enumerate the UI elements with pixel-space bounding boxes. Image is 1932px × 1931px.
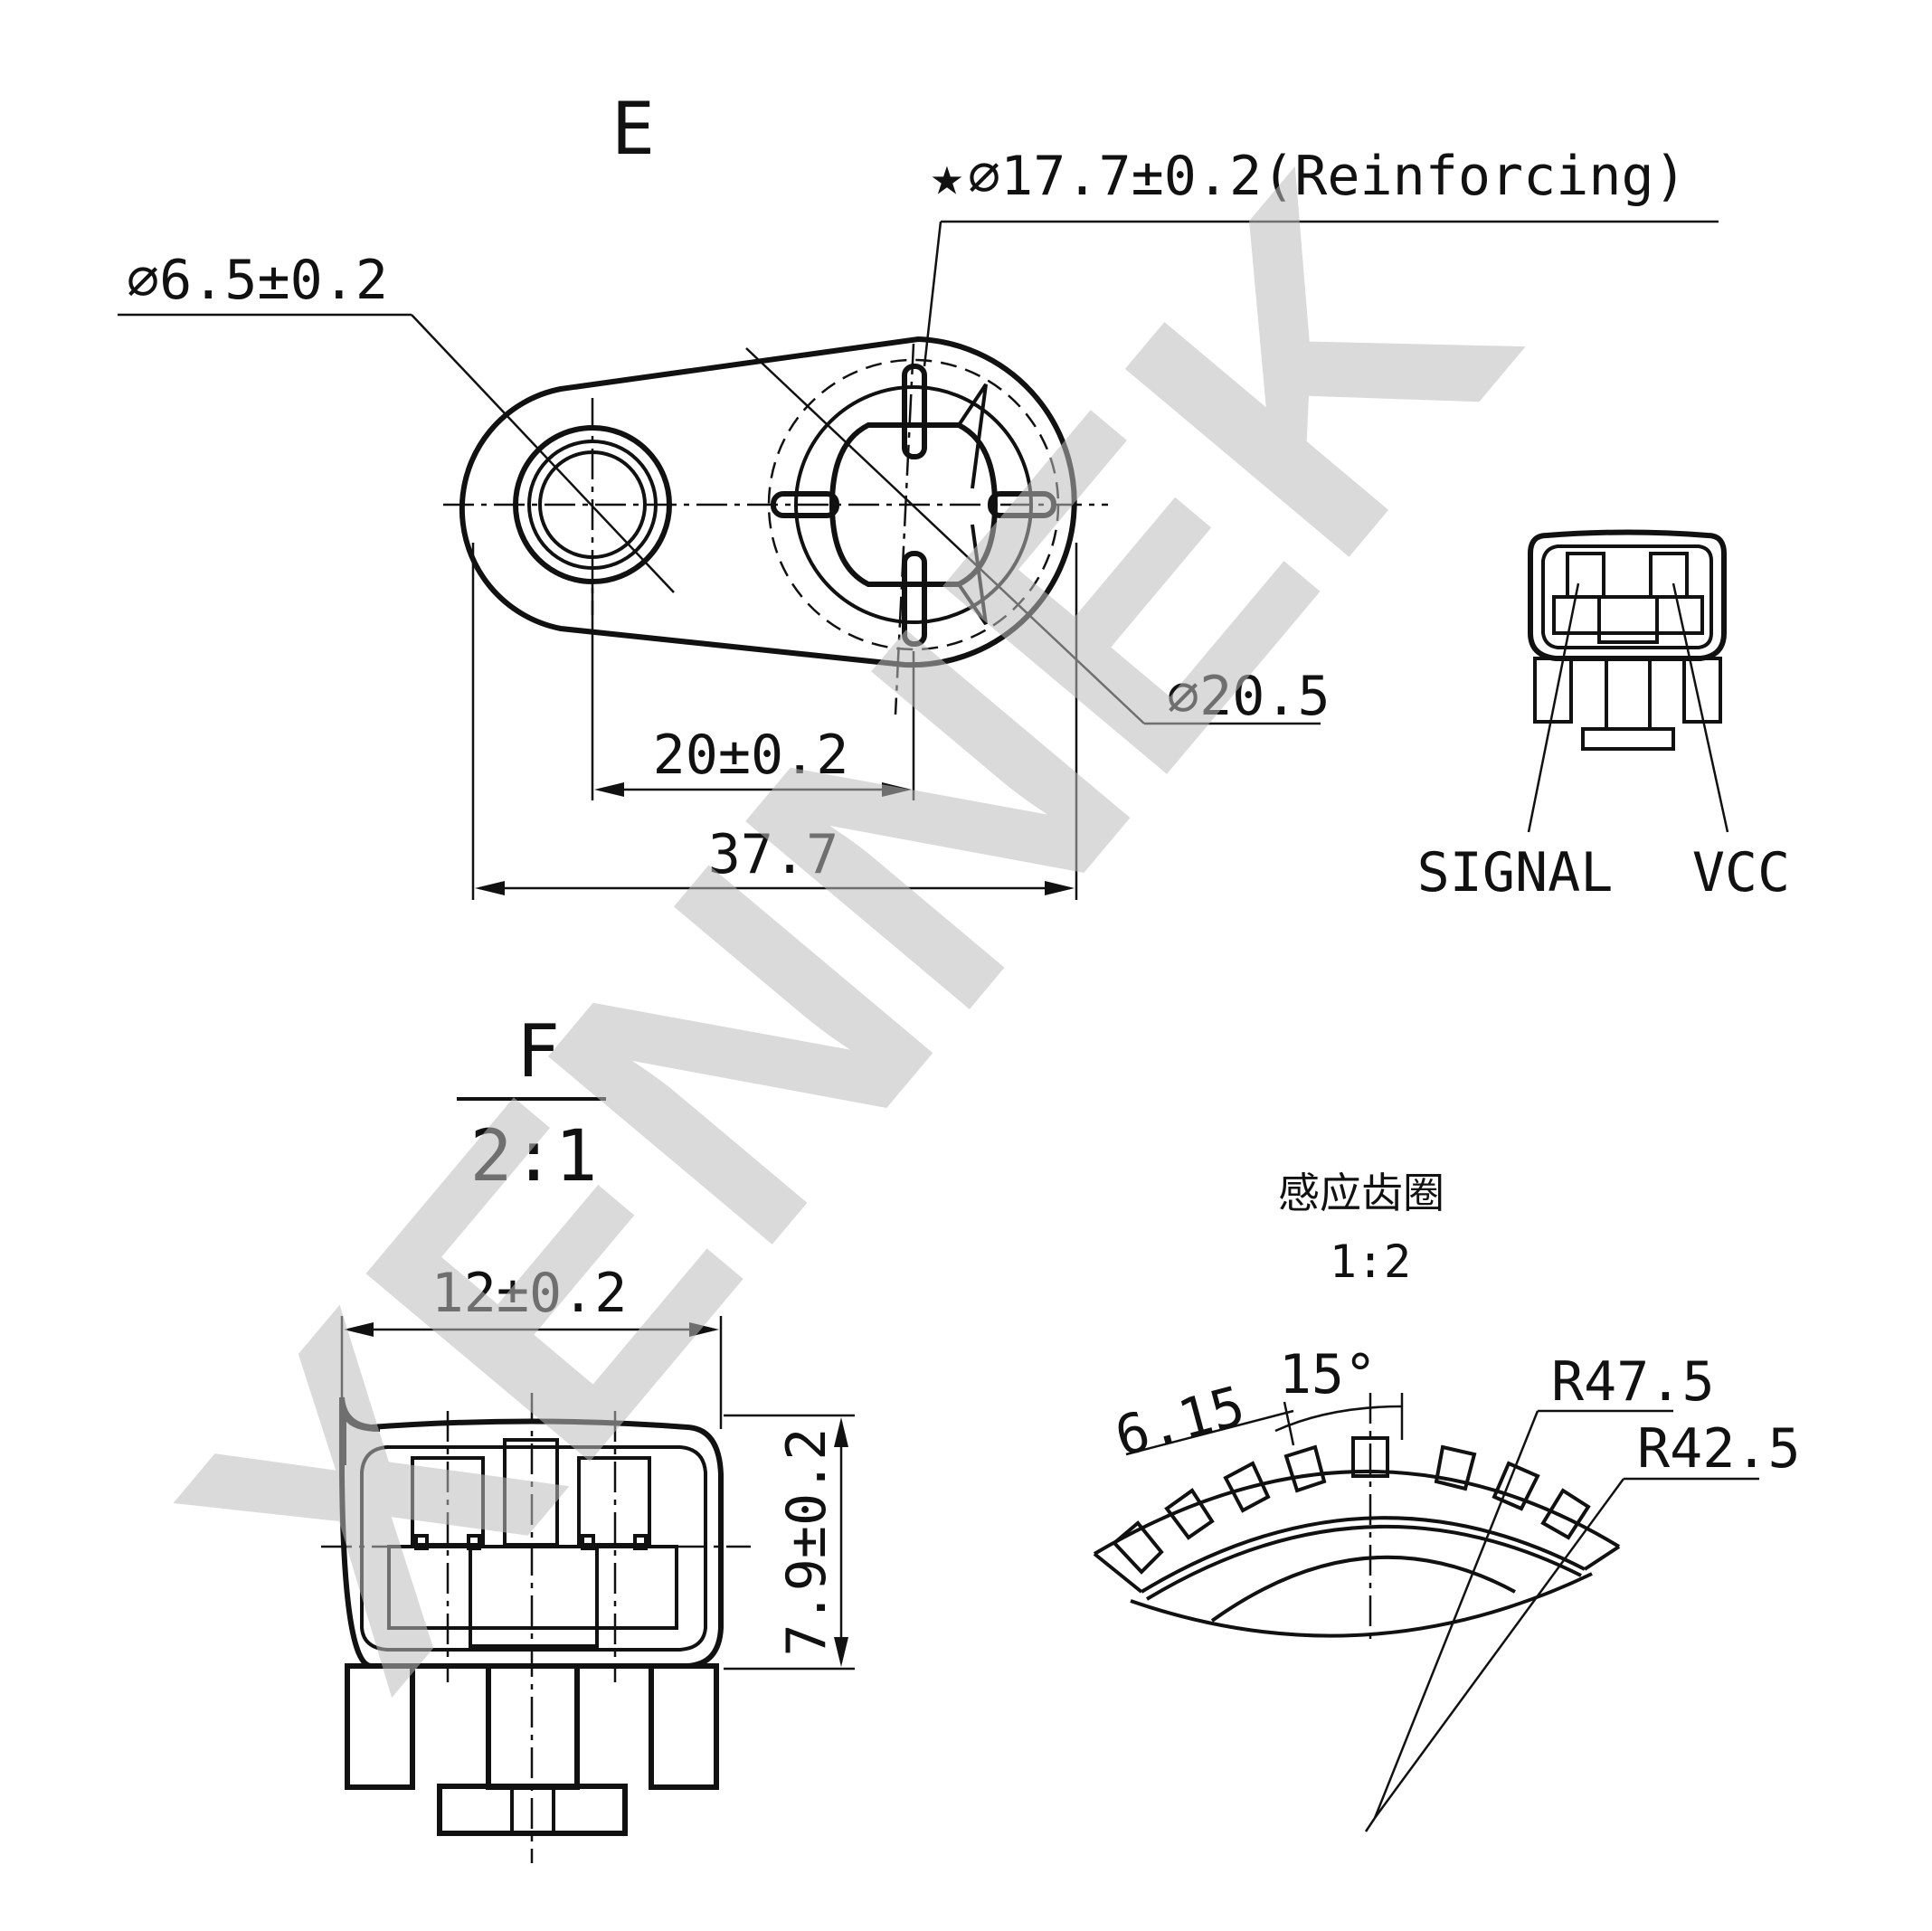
ring-end-left [1093,1552,1143,1594]
view-f-label: F [516,1009,560,1093]
pinout-leg-left [1533,657,1573,724]
view-f: F 2:1 12±0.2 [321,1009,855,1863]
tooth [1112,1520,1164,1575]
dim-line-tooth-pitch [1125,1409,1294,1456]
leader-vcc [1672,582,1729,833]
arrow-overall-left [475,881,505,895]
leader-r425 [1373,1478,1625,1819]
tone-ring-title: 感应齿圈 [1278,1169,1444,1217]
bracket-outline [459,336,1077,668]
ring-inner-arc-2 [1145,1524,1582,1601]
dim-center-distance: 20±0.2 [653,724,849,787]
connector-pinout: SIGNAL VCC [1417,529,1790,904]
leader-r475 [1373,1410,1539,1819]
ext-line-angle-left [1283,1401,1295,1446]
pin-tab-4 [633,1534,648,1550]
pin-tab-3 [581,1534,595,1550]
tooth [1434,1444,1477,1491]
tooth [1283,1444,1327,1493]
tooth [1223,1461,1271,1513]
dim-tooth-angle: 15° [1279,1343,1377,1406]
dim-outer-dia: ⌀20.5 [1167,665,1331,728]
arrow-overall-right [1045,881,1075,895]
pinout-housing-inner [1541,544,1713,649]
pin-tab-1 [414,1534,429,1550]
dim-outer-radius: R47.5 [1551,1350,1715,1414]
arrow-width-right [689,1322,719,1337]
pinout-vcc-slot [1649,552,1689,599]
view-e-label: E [611,87,655,171]
tooth [1164,1488,1215,1540]
tooth [1351,1436,1389,1478]
star-icon: ★ [931,145,963,208]
arrow-height-top [834,1417,848,1447]
pin-tab-2 [467,1534,481,1550]
pinout-stem [1605,657,1652,731]
ring-end-right [1583,1545,1621,1571]
ring-bottom-arc [1130,1572,1593,1638]
leader-reinforcing [923,221,942,367]
dim-connector-height: 7.9±0.2 [775,1428,838,1657]
tooth [1492,1461,1540,1511]
leader-hole-dia [411,314,675,593]
view-f-scale: 2:1 [470,1116,598,1197]
center-line-vertical-boss [894,343,915,715]
dim-inner-radius: R42.5 [1637,1417,1801,1481]
ring-outer-arc [1093,1470,1621,1556]
connector-housing-inner [360,1445,707,1652]
ring-inner-arc [1140,1516,1586,1594]
leader-outer-dia-a [745,347,1145,724]
rib-bottom [902,551,927,647]
dim-hole-dia: ⌀6.5±0.2 [127,249,388,312]
view-e: E ⌀6.5±0.2 ⌀17.7±0.2(Reinforcing) ★ [118,87,1719,900]
arrow-height-bottom [834,1637,848,1667]
leg-right [649,1663,719,1790]
watermark: XENNEK [95,97,1597,1759]
dim-connector-width: 12±0.2 [431,1262,628,1325]
pinout-housing-outer [1528,529,1727,661]
ring-hub-arc [1210,1555,1516,1623]
pinout-center-block [1597,595,1659,644]
rib-top [902,364,927,459]
tone-ring-scale: 1:2 [1330,1235,1411,1288]
leg-left [345,1663,415,1790]
arrow-center-left [594,782,624,797]
arrow-center-right [882,782,912,797]
watermark-text: XENNEK [95,97,1597,1759]
leader-signal [1527,582,1580,833]
pinout-signal-slot [1566,552,1605,599]
dim-overall-length: 37.7 [708,823,839,886]
arrow-width-left [344,1322,374,1337]
gusset-upper [957,383,988,489]
pin-vcc-label: VCC [1692,841,1790,904]
pinout-foot [1581,727,1675,751]
ring-teeth [1112,1436,1591,1575]
dim-tooth-pitch: 6.15 [1109,1374,1252,1469]
dim-arc-tooth-angle [1274,1405,1403,1433]
tone-ring-view: 感应齿圈 1:2 6.15 15° [1093,1169,1801,1832]
leader-origin-stub [1364,1817,1377,1832]
tooth [1540,1488,1591,1540]
pinout-leg-right [1682,657,1722,724]
gusset-lower [957,524,988,626]
pin-signal-label: SIGNAL [1417,841,1614,904]
dim-reinforcing-dia: ⌀17.7±0.2(Reinforcing) [968,145,1687,208]
